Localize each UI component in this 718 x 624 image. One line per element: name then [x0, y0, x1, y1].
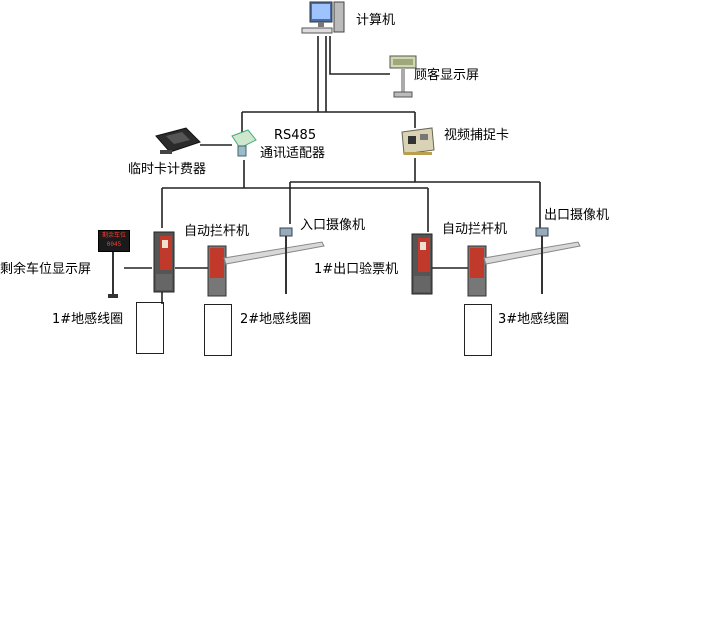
rs485-label-line1: RS485	[274, 128, 317, 143]
loop-2-box	[204, 304, 232, 356]
barrier-1-label: 自动拦杆机	[184, 224, 250, 239]
rs485-adapter-icon	[228, 126, 260, 164]
remaining-display-panel: 剩余车位 0045	[98, 230, 130, 252]
loop-2-label: 2#地感线圈	[240, 312, 312, 327]
barrier-gate-2	[466, 236, 586, 304]
entry-ticket-machine	[152, 230, 176, 298]
customer-display-label: 顾客显示屏	[414, 68, 480, 83]
temp-card-charger-icon	[152, 124, 202, 162]
remaining-spaces-display: 剩余车位 0045	[98, 230, 130, 298]
exit-camera-label: 出口摄像机	[544, 208, 610, 223]
computer-icon	[296, 0, 350, 44]
exit-camera-icon	[532, 226, 552, 302]
exit-ticket-machine	[410, 232, 434, 300]
entry-camera-icon	[276, 226, 296, 302]
remaining-display-label: 剩余车位显示屏	[0, 262, 92, 277]
barrier-gate-1	[206, 236, 326, 304]
exit-ticket-machine-label: 1#出口验票机	[314, 262, 399, 277]
loop-3-box	[464, 304, 492, 356]
loop-1-box	[136, 302, 164, 354]
entry-camera-label: 入口摄像机	[300, 218, 366, 233]
loop-3-label: 3#地感线圈	[498, 312, 570, 327]
rs485-label-line2: 通讯适配器	[260, 146, 326, 161]
remaining-display-line1: 剩余车位	[101, 232, 126, 239]
customer-display-icon	[388, 52, 418, 106]
video-capture-card-icon	[398, 124, 438, 164]
temp-card-charger-label: 临时卡计费器	[128, 162, 207, 177]
loop-1-label: 1#地感线圈	[52, 312, 124, 327]
barrier-2-label: 自动拦杆机	[442, 222, 508, 237]
video-capture-label: 视频捕捉卡	[444, 128, 510, 143]
remaining-display-line2: 0045	[106, 241, 122, 248]
computer-label: 计算机	[356, 13, 396, 28]
